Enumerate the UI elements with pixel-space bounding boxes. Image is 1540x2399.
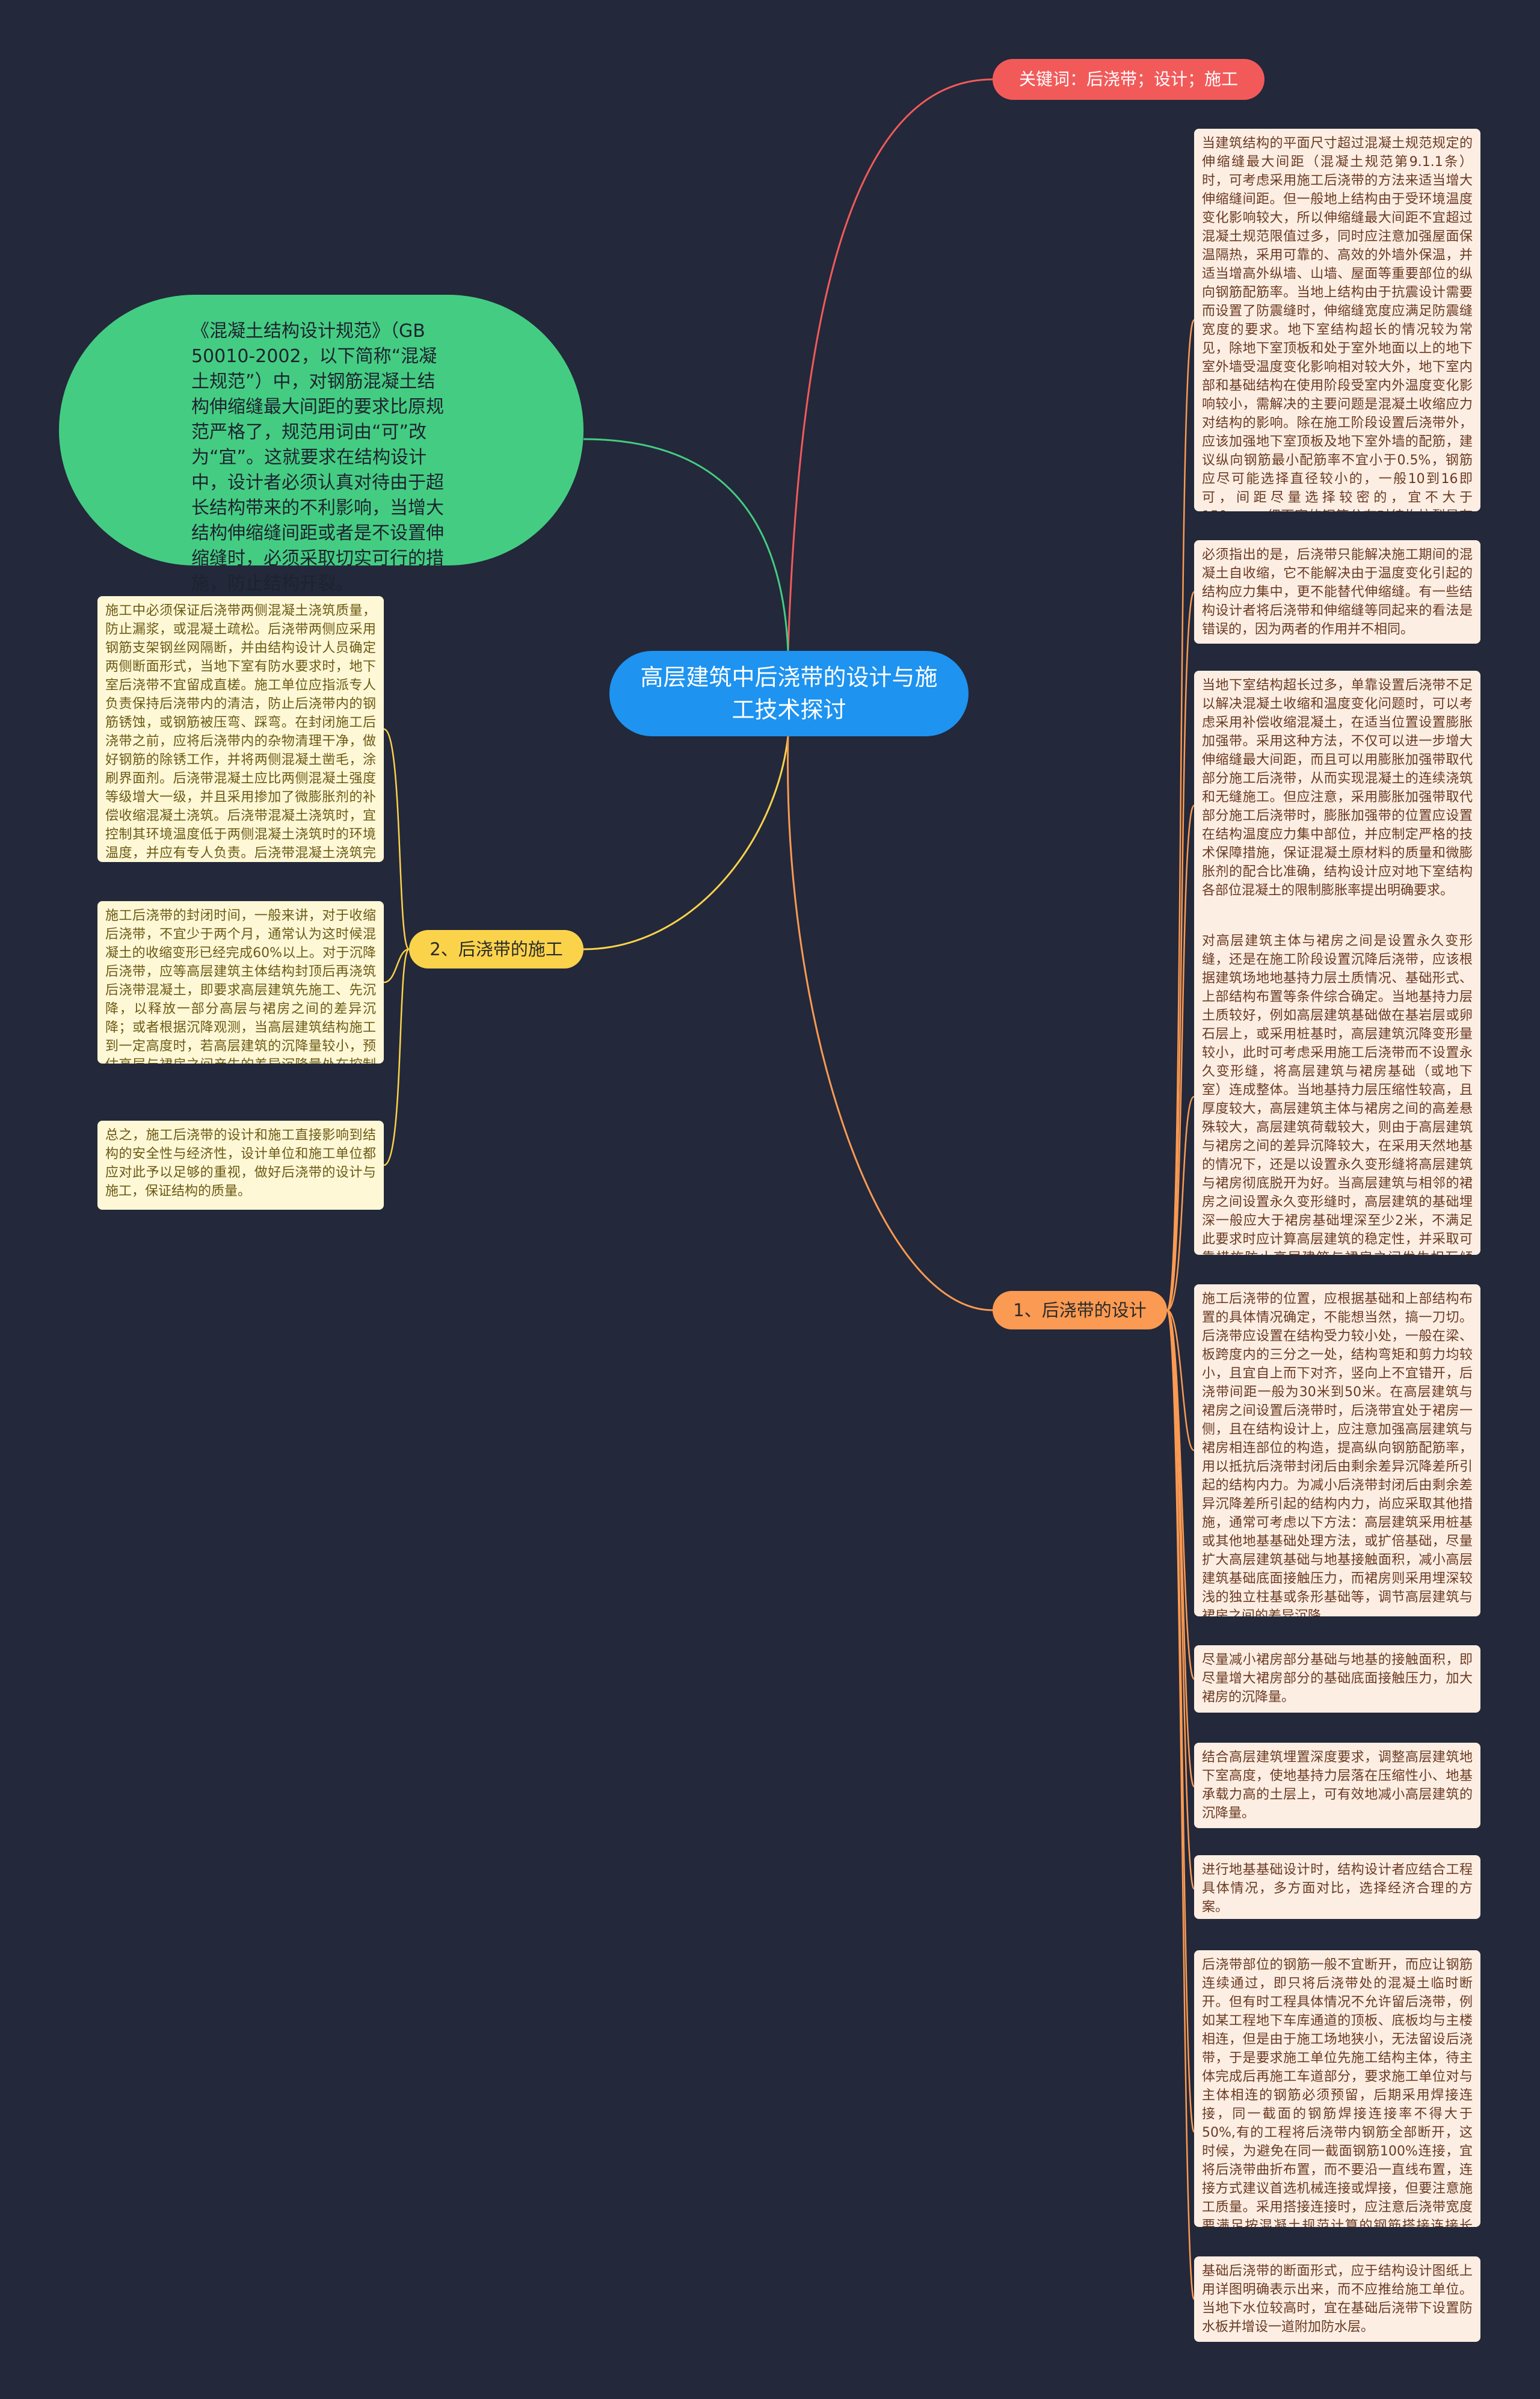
construction-leaf-2[interactable]: 施工后浇带的封闭时间，一般来讲，对于收缩后浇带，不宜少于两个月，通常认为这时候混… (97, 901, 384, 1064)
design-leaf-9[interactable]: 后浇带部位的钢筋一般不宜断开，而应让钢筋连续通过，即只将后浇带处的混凝土临时断开… (1194, 1950, 1480, 2227)
link-center-construction (583, 736, 789, 950)
design-leaf-4[interactable]: 对高层建筑主体与裙房之间是设置永久变形缝，还是在施工阶段设置沉降后浇带，应该根据… (1194, 926, 1480, 1255)
design-leaf-links (1166, 319, 1195, 2300)
link-center-intro (583, 438, 789, 651)
design-leaf-7[interactable]: 结合高层建筑埋置深度要求，调整高层建筑地下室高度，使地基持力层落在压缩性小、地基… (1194, 1743, 1480, 1828)
design-leaf-5[interactable]: 施工后浇带的位置，应根据基础和上部结构布置的具体情况确定，不能想当然，搞一刀切。… (1194, 1284, 1480, 1616)
design-leaf-3[interactable]: 当地下室结构超长过多，单靠设置后浇带不足以解决混凝土收缩和温度变化问题时，可以考… (1194, 671, 1480, 940)
design-leaf-6[interactable]: 尽量减小裙房部分基础与地基的接触面积，即尽量增大裙房部分的基础底面接触压力，加大… (1194, 1645, 1480, 1713)
construction-leaf-3[interactable]: 总之，施工后浇带的设计和施工直接影响到结构的安全性与经济性，设计单位和施工单位都… (97, 1121, 384, 1210)
design-leaf-1[interactable]: 当建筑结构的平面尺寸超过混凝土规范规定的伸缩缝最大间距（混凝土规范第9.1.1条… (1194, 129, 1480, 511)
branch-construction[interactable]: 2、后浇带的施工 (409, 930, 584, 969)
link-center-keyword (787, 78, 993, 651)
design-leaf-8[interactable]: 进行地基基础设计时，结构设计者应结合工程具体情况，多方面对比，选择经济合理的方案… (1194, 1855, 1480, 1919)
branch-design[interactable]: 1、后浇带的设计 (993, 1291, 1167, 1329)
design-leaf-10[interactable]: 基础后浇带的断面形式，应于结构设计图纸上用详图明确表示出来，而不应推给施工单位。… (1194, 2256, 1480, 2342)
design-leaf-2[interactable]: 必须指出的是，后浇带只能解决施工期间的混凝土自收缩，它不能解决由于温度变化引起的… (1194, 540, 1480, 644)
keywords-node[interactable]: 关键词：后浇带；设计；施工 (993, 59, 1264, 100)
central-topic[interactable]: 高层建筑中后浇带的设计与施工技术探讨 (609, 651, 969, 736)
intro-node[interactable]: 《混凝土结构设计规范》（GB 50010-2002，以下简称“混凝土规范”）中，… (59, 295, 584, 594)
construction-leaf-links (383, 728, 410, 1166)
construction-leaf-1[interactable]: 施工中必须保证后浇带两侧混凝土浇筑质量，防止漏浆，或混凝土疏松。后浇带两侧应采用… (97, 596, 384, 862)
link-center-design (787, 736, 993, 1311)
